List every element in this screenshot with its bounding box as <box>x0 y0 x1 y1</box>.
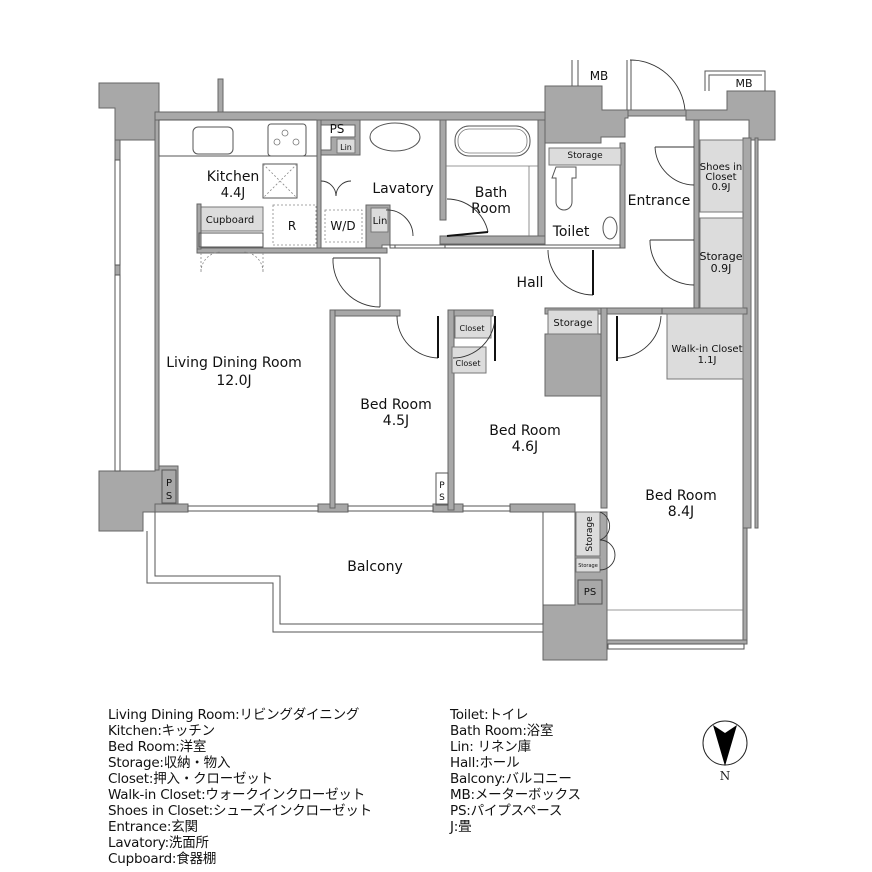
legend-item: PS:パイプスペース <box>450 803 563 819</box>
hall-label: Hall <box>517 275 544 291</box>
cupboard-label: Cupboard <box>206 215 255 226</box>
bed3-label: Bed Room <box>645 488 716 504</box>
mb-box-right <box>704 70 766 91</box>
bed3-size: 8.4J <box>668 504 694 520</box>
storage-label-vertical: Storage <box>585 516 595 552</box>
legend-item: Walk-in Closet:ウォークインクローゼット <box>108 787 366 803</box>
bathtub-icon <box>454 125 531 157</box>
bed2-label: Bed Room <box>489 423 560 439</box>
shoes-closet-label-1: Shoes in <box>700 162 742 173</box>
legend-item: Entrance:玄関 <box>108 819 198 835</box>
storage-label-small: Storage <box>578 563 598 569</box>
legend-item: Balcony:バルコニー <box>450 771 572 787</box>
closet-label-1: Closet <box>460 324 485 333</box>
ps-s-bed: S <box>439 493 445 503</box>
mb-box-top <box>571 60 632 110</box>
balcony-outline <box>146 531 543 633</box>
legend-item: Lin: リネン庫 <box>450 739 531 755</box>
legend-item: Cupboard:食器棚 <box>108 851 217 867</box>
compass-label: N <box>720 769 731 783</box>
shoes-closet-size: 0.9J <box>712 182 731 193</box>
stove-icon <box>267 123 307 157</box>
room-labels: Kitchen 4.4J Living Dining Room 12.0J La… <box>166 162 743 575</box>
lin-label-top: Lin <box>340 143 352 152</box>
bed1-label: Bed Room <box>360 397 431 413</box>
legend-item: Storage:収納・物入 <box>108 755 231 771</box>
bed2-size: 4.6J <box>512 439 538 455</box>
legend-item: Living Dining Room:リビングダイニング <box>108 707 360 723</box>
kitchen-label: Kitchen <box>207 169 260 185</box>
legend-left: Living Dining Room:リビングダイニング Kitchen:キッチ… <box>108 707 372 867</box>
ps-label-bed3: PS <box>584 587 596 598</box>
bath-label-2: Room <box>471 201 511 217</box>
range-hood-icon <box>262 163 298 199</box>
entrance-storage-label: Storage <box>699 250 742 263</box>
ps-label-top: PS <box>330 122 345 136</box>
entrance-label: Entrance <box>628 193 691 209</box>
kitchen-sink-icon <box>192 126 234 155</box>
legend-item: Hall:ホール <box>450 755 520 771</box>
legend-item: Bath Room:浴室 <box>450 723 554 739</box>
toilet-label: Toilet <box>552 224 590 240</box>
ps-p-bed: P <box>439 481 445 491</box>
fridge-label: R <box>288 219 296 233</box>
kitchen-size: 4.4J <box>221 186 246 201</box>
walkin-size: 1.1J <box>698 355 717 366</box>
legend-item: Kitchen:キッチン <box>108 723 215 739</box>
doors <box>320 59 695 571</box>
entrance-storage-size: 0.9J <box>711 262 732 275</box>
bath-label-1: Bath <box>475 185 508 201</box>
closet-label-2: Closet <box>456 359 481 368</box>
toilet-icon <box>551 166 577 211</box>
wash-basin-icon <box>369 122 421 152</box>
ldk-size: 12.0J <box>216 373 251 389</box>
legend-right: Toilet:トイレ Bath Room:浴室 Lin: リネン庫 Hall:ホ… <box>450 707 581 835</box>
washer-label: W/D <box>330 219 355 233</box>
legend-item: Shoes in Closet:シューズインクローゼット <box>108 803 372 819</box>
balcony-label: Balcony <box>347 559 403 575</box>
ps-s-ldk: S <box>166 491 172 502</box>
lin-label-lav: Lin <box>373 216 388 227</box>
north-compass-icon: N <box>702 720 748 783</box>
bed1-size: 4.5J <box>383 413 409 429</box>
walkin-label: Walk-in Closet <box>671 344 742 355</box>
fixture-labels: PS Lin Lin Cupboard R W/D MB MB Storage … <box>166 69 753 598</box>
legend-item: Lavatory:洗面所 <box>108 835 209 851</box>
fixtures <box>192 122 618 273</box>
legend-item: Closet:押入・クローゼット <box>108 771 273 787</box>
mb-label-right: MB <box>735 77 752 90</box>
windows <box>114 159 745 650</box>
ps-p-ldk: P <box>166 478 172 489</box>
toilet-storage-label: Storage <box>567 151 603 161</box>
shoes-closet-label-2: Closet <box>705 172 736 183</box>
legend-item: MB:メーターボックス <box>450 787 581 803</box>
legend-item: Toilet:トイレ <box>450 707 529 723</box>
mb-label-top: MB <box>590 69 609 83</box>
floor-plan: Kitchen 4.4J Living Dining Room 12.0J La… <box>98 59 776 661</box>
legend-item: Bed Room:洋室 <box>108 739 207 755</box>
hall-storage-label: Storage <box>553 318 592 329</box>
lavatory-label: Lavatory <box>372 181 433 197</box>
ldk-label: Living Dining Room <box>166 355 302 371</box>
legend-item: J:畳 <box>450 819 472 835</box>
